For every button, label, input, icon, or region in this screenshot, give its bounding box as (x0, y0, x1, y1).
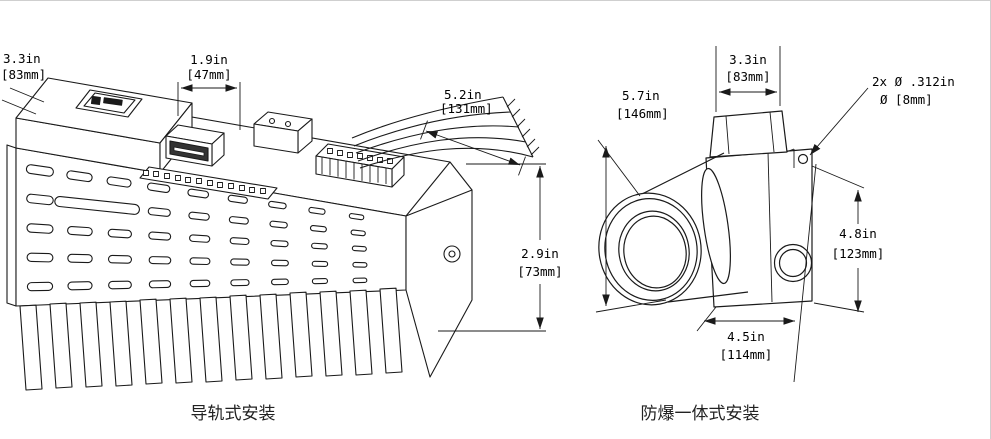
caption-din-rail-mount: 导轨式安装 (190, 404, 276, 423)
terminal-block (315, 143, 405, 188)
dim-body-length-in: 4.5in (727, 329, 765, 344)
dim-body-height-mm: [123mm] (832, 246, 885, 261)
dim-lens-diameter-mm: [146mm] (616, 106, 669, 121)
dim-length-mm: [131mm] (440, 101, 493, 116)
dim-body-width-in: 3.3in (729, 52, 767, 67)
sheet-border-top (0, 0, 991, 1)
din-module-dimensions: 3.3in [83mm] 1.9in [47mm] 5.2in [131mm] … (1, 51, 563, 332)
relay-block (253, 111, 313, 154)
dim-length: 5.2in [131mm] (420, 87, 526, 176)
dim-top-width: 1.9in [47mm] (177, 52, 241, 130)
dim-height-mm: [73mm] (517, 264, 562, 279)
pin-header (139, 166, 278, 200)
dim-lens-diameter: 5.7in [146mm] (595, 88, 669, 313)
camera-drawing (598, 110, 813, 308)
dim-body-height: 4.8in [123mm] (811, 165, 885, 313)
dim-body-length-mm: [114mm] (720, 347, 773, 362)
dim-top-width-in: 1.9in (190, 52, 228, 67)
cable-cut-hatch (506, 98, 540, 156)
dim-depth-in: 3.3in (3, 51, 41, 66)
ethernet-port (75, 89, 143, 118)
dim-mount-holes-mm: Ø [8mm] (880, 92, 933, 107)
vent-slots (25, 163, 368, 292)
dim-height-in: 2.9in (521, 246, 559, 261)
card-slot (54, 195, 140, 215)
camera-dimensions: 5.7in [146mm] 3.3in [83mm] 2x Ø .312in Ø… (595, 46, 955, 383)
lens-barrel (598, 152, 749, 306)
dim-top-width-mm: [47mm] (186, 67, 231, 82)
caption-explosion-proof-mount: 防爆一体式安装 (640, 404, 760, 423)
dim-height: 2.9in [73mm] (438, 163, 563, 332)
usb-port (165, 124, 225, 167)
dim-body-length: 4.5in [114mm] (696, 163, 817, 383)
dim-body-width: 3.3in [83mm] (715, 46, 781, 112)
din-module-drawing (6, 77, 540, 391)
dim-depth: 3.3in [83mm] (1, 51, 46, 115)
mount-hole-icon (797, 153, 809, 165)
dim-lens-diameter-in: 5.7in (622, 88, 660, 103)
camera-cap (709, 110, 788, 158)
dim-length-in: 5.2in (444, 87, 482, 102)
dim-mount-holes-in: 2x Ø .312in (872, 74, 955, 89)
dim-body-width-mm: [83mm] (725, 69, 770, 84)
dim-body-height-in: 4.8in (839, 226, 877, 241)
dim-depth-mm: [83mm] (1, 67, 46, 82)
conduit-port (773, 243, 813, 283)
dim-mount-holes: 2x Ø .312in Ø [8mm] (809, 74, 955, 156)
